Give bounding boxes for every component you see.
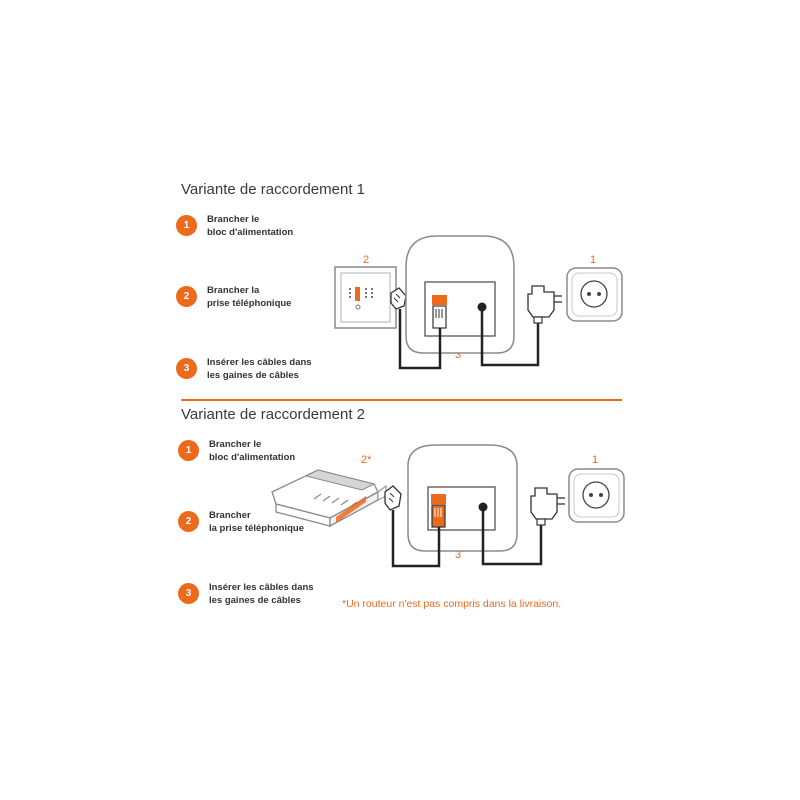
step-1-badge: 1 — [176, 215, 197, 236]
cables-2 — [391, 510, 543, 568]
step-2-text: Brancher la prise téléphonique — [207, 285, 291, 310]
wall-phone-jack-icon — [334, 266, 397, 329]
step-2b-badge: 2 — [178, 511, 199, 532]
base-station-icon-2 — [407, 444, 518, 552]
cables-label: 3 — [455, 349, 462, 361]
rj-plug-icon — [432, 305, 447, 329]
cables-label-2: 3 — [455, 549, 462, 561]
socket-label: 1 — [590, 254, 597, 266]
step-2-line-2: prise téléphonique — [207, 297, 292, 309]
router-note: *Un routeur n'est pas compris dans la li… — [342, 598, 562, 610]
step-1b-badge: 1 — [178, 440, 199, 461]
step-3b-line-1: Insérer les câbles dans — [209, 582, 314, 593]
tae-plug-icon-2 — [384, 485, 402, 511]
wall-socket-icon-2 — [568, 468, 625, 523]
step-1b-line-2: bloc d'alimentation — [209, 451, 296, 463]
step-2-badge: 2 — [176, 286, 197, 307]
step-3b-badge: 3 — [178, 583, 199, 604]
step-3-badge: 3 — [176, 358, 197, 379]
power-adapter-icon — [527, 285, 562, 324]
wall-socket-icon — [566, 267, 623, 322]
rj-plug-icon-2 — [431, 504, 446, 528]
step-2b-line-1: Brancher — [209, 510, 251, 521]
section-divider — [181, 399, 622, 401]
tae-plug-icon — [390, 287, 407, 310]
step-3b-line-2: les gaines de câbles — [209, 594, 301, 606]
variant-1-title: Variante de raccordement 1 — [181, 181, 365, 198]
socket-label-2: 1 — [592, 454, 599, 466]
variant-2-title: Variante de raccordement 2 — [181, 406, 365, 423]
step-3b-text: Insérer les câbles dans les gaines de câ… — [209, 582, 314, 607]
cables-1 — [398, 309, 540, 370]
power-adapter-icon-2 — [530, 487, 565, 526]
step-2b-text: Brancher la prise téléphonique — [209, 510, 304, 535]
step-1-line-1: Brancher le — [207, 214, 260, 225]
wall-jack-label: 2 — [363, 254, 370, 266]
base-station-icon — [405, 235, 515, 354]
step-3-line-1: Insérer les câbles dans — [207, 357, 312, 368]
step-1-text: Brancher le bloc d'alimentation — [207, 214, 293, 239]
step-2-line-1: Brancher la — [207, 285, 260, 296]
step-2b-line-2: la prise téléphonique — [209, 522, 305, 534]
step-1b-text: Brancher le bloc d'alimentation — [209, 439, 295, 464]
step-3-line-2: les gaines de câbles — [207, 369, 299, 381]
step-3-text: Insérer les câbles dans les gaines de câ… — [207, 357, 312, 382]
step-1-line-2: bloc d'alimentation — [207, 226, 294, 238]
step-1b-line-1: Brancher le — [209, 439, 262, 450]
router-icon — [271, 469, 387, 528]
router-label: 2* — [361, 454, 372, 466]
